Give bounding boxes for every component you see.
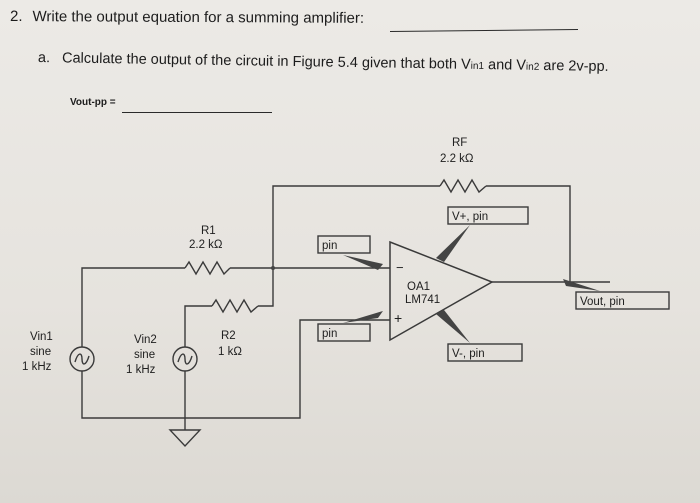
arrow-vminus-pin (436, 310, 470, 343)
pin-noninverting-label: pin (322, 328, 337, 340)
feedback-wire-left (272, 185, 440, 268)
opamp-minus-sign: − (396, 260, 404, 275)
vin1-label-wave: sine (30, 346, 51, 358)
r1-value-label: 2.2 kΩ (189, 239, 223, 251)
opamp-plus-sign: + (394, 310, 402, 326)
arrow-vplus-pin (436, 225, 470, 262)
vin2-label-name: Vin2 (134, 334, 157, 346)
node-junction (271, 266, 275, 270)
vin1-source-circle (69, 346, 95, 372)
rf-name-label: RF (452, 137, 467, 149)
feedback-wire-right (486, 185, 571, 282)
vin1-top-wire (81, 267, 185, 347)
vout-pp-label: Vout-pp = (70, 97, 116, 108)
r2-resistor-symbol (211, 298, 259, 314)
opamp-name-label: OA1 (407, 281, 430, 293)
noninverting-ground-wire (81, 319, 390, 419)
vplus-pin-label: V+, pin (452, 211, 488, 223)
pin-box-inverting (317, 235, 371, 254)
arrow-noninverting-pin (343, 311, 383, 323)
vin1-label-name: Vin1 (30, 331, 53, 343)
vin2-source-circle (172, 346, 198, 372)
arrow-inverting-pin (343, 255, 383, 270)
vin2-top-wire (184, 305, 212, 347)
vminus-pin-label: V-, pin (452, 348, 485, 360)
pin-inverting-label: pin (322, 240, 337, 252)
vin2-label-freq: 1 kHz (126, 364, 156, 376)
rf-value-label: 2.2 kΩ (440, 153, 474, 165)
ground-symbol (168, 429, 202, 448)
vminus-pin-box (447, 343, 523, 362)
vout-pin-label: Vout, pin (580, 296, 625, 308)
vin1-sine-icon (74, 353, 90, 365)
r2-to-node-wire (258, 268, 274, 307)
r1-name-label: R1 (201, 225, 216, 237)
r2-name-label: R2 (221, 330, 236, 342)
vin1-label-freq: 1 kHz (22, 361, 52, 373)
rf-resistor-symbol (439, 178, 487, 194)
opamp-part-label: LM741 (405, 294, 440, 306)
arrow-vout-pin (563, 279, 600, 291)
r2-value-label: 1 kΩ (218, 346, 242, 358)
opamp-triangle (389, 240, 494, 342)
vout-pin-box (575, 291, 670, 310)
vplus-pin-box (447, 206, 529, 225)
answer-line-vout-pp (122, 112, 272, 113)
vin2-sine-icon (177, 353, 193, 365)
vin2-label-wave: sine (134, 349, 155, 361)
r1-resistor-symbol (184, 260, 231, 276)
pin-box-noninverting (317, 323, 371, 342)
